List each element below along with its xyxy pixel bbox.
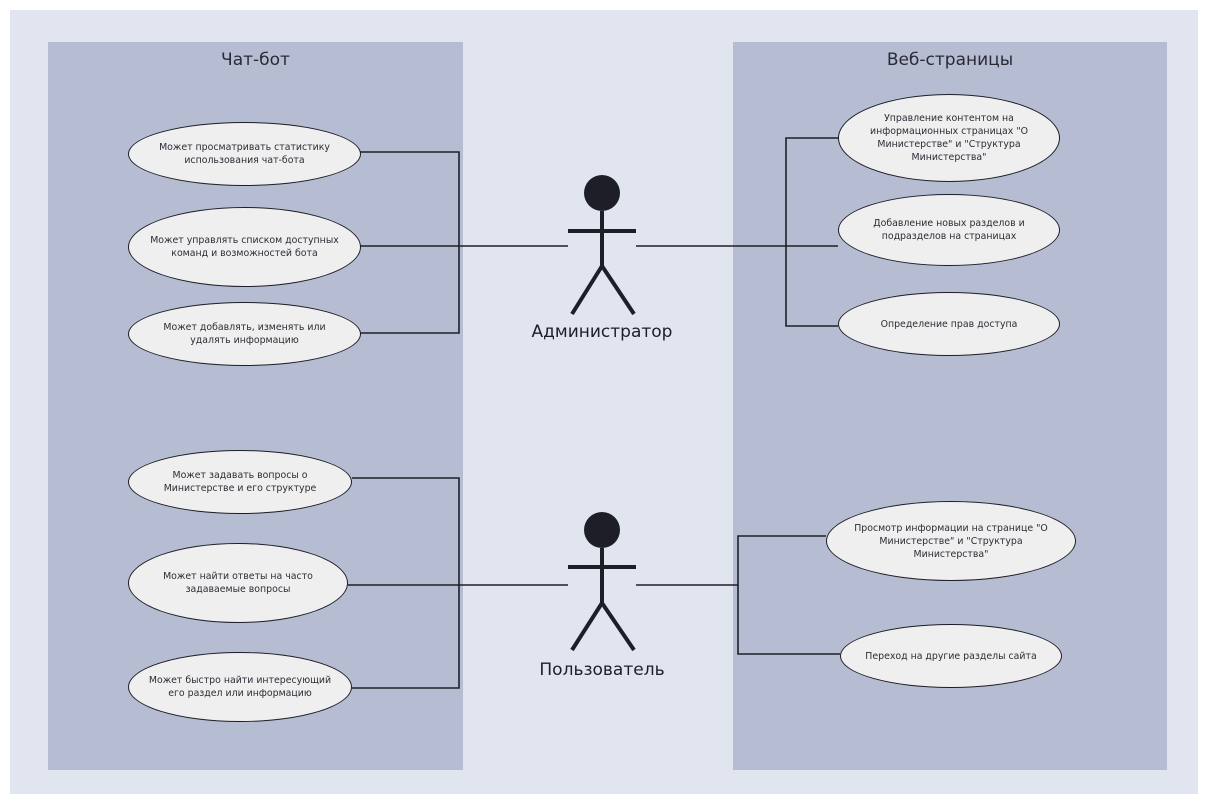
association-line <box>785 246 838 327</box>
admin-actor-icon <box>568 175 636 316</box>
association-line <box>737 585 840 655</box>
user-actor-label: Пользователь <box>539 660 665 680</box>
use-case-find-section: Может быстро найти интересующий его разд… <box>128 652 352 722</box>
association-line <box>785 137 838 246</box>
use-case-view-ministry-info: Просмотр информации на странице "О Минис… <box>826 501 1076 581</box>
association-line <box>737 535 826 585</box>
association-lines <box>348 137 840 689</box>
use-case-navigate-sections: Переход на другие разделы сайта <box>840 624 1062 688</box>
webpages-boundary-title: Веб-страницы <box>886 50 1014 70</box>
association-line <box>352 477 460 585</box>
use-case-edit-information: Может добавлять, изменять или удалять ин… <box>128 302 361 366</box>
use-case-add-sections: Добавление новых разделов и подразделов … <box>838 194 1060 266</box>
use-case-access-rights: Определение прав доступа <box>838 292 1060 356</box>
use-case-view-statistics: Может просматривать статистику использов… <box>128 122 361 186</box>
admin-actor-label: Администратор <box>531 322 673 342</box>
use-case-manage-commands: Может управлять списком доступных команд… <box>128 207 361 287</box>
use-case-ask-questions: Может задавать вопросы о Министерстве и … <box>128 450 352 514</box>
association-line <box>352 585 460 689</box>
association-line <box>360 246 460 334</box>
use-case-content-management: Управление контентом на информационных с… <box>838 94 1060 182</box>
association-line <box>360 151 460 246</box>
user-actor-icon <box>568 512 636 652</box>
use-case-find-faq: Может найти ответы на часто задаваемые в… <box>128 543 348 623</box>
chatbot-boundary-title: Чат-бот <box>221 50 290 70</box>
